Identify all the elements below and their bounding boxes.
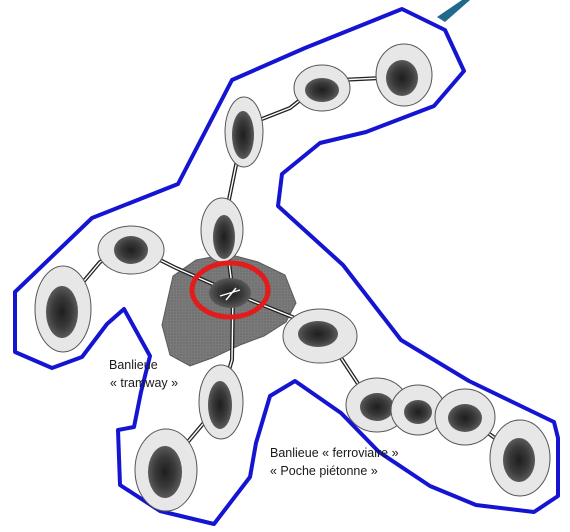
station-node [208,381,232,429]
label-banlieue-tramway-line2: « tramway » [110,376,178,390]
station-node [360,393,394,421]
station-node [298,321,338,347]
station-node [46,286,78,338]
station-node [232,111,254,159]
label-banlieue-ferroviaire: Banlieue « ferroviaire » [270,446,399,460]
station-node [404,400,432,424]
label-banlieue-tramway-line1: Banlieue [109,358,158,372]
station-node [448,404,482,432]
station-node [305,78,339,102]
arrow-icon [437,0,470,22]
label-poche-pietonne: « Poche piétonne » [270,464,378,478]
station-node [114,236,148,264]
station-nodes [35,44,550,511]
station-node [213,215,235,259]
station-node [148,446,182,498]
station-node [503,438,535,482]
station-node [386,60,418,96]
